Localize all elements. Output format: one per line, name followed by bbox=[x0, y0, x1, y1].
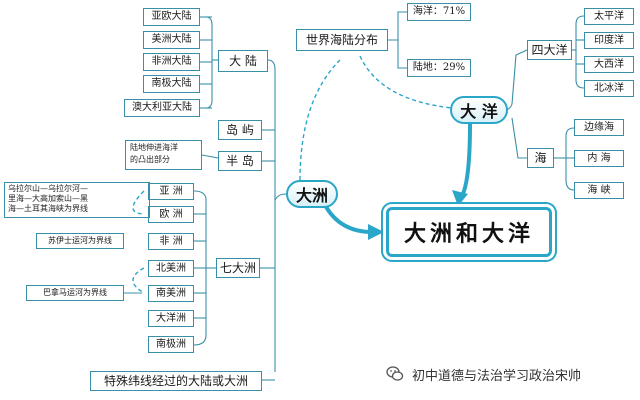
continents-hub: 大洲 bbox=[286, 180, 338, 208]
watermark-text: 初中道德与法治学习政治宋帅 bbox=[412, 368, 582, 384]
peninsula-note-line: 陆地伸进海洋 bbox=[130, 143, 178, 152]
world-distribution-title: 世界海陆分布 bbox=[296, 29, 388, 51]
sea-item: 边缘海 bbox=[574, 119, 624, 136]
continent-item: 大洋洲 bbox=[148, 310, 194, 327]
continent-item: 北美洲 bbox=[148, 260, 194, 277]
sea-label: 海 bbox=[527, 148, 554, 168]
boundary-line: 海—土耳其海峡为界线 bbox=[8, 204, 88, 213]
continent-item: 亚 洲 bbox=[148, 183, 194, 200]
boundary-asia-africa: 苏伊士运河为界线 bbox=[36, 233, 124, 249]
land-percentage: 陆地：29% bbox=[407, 59, 471, 77]
continent-item: 南美洲 bbox=[148, 285, 194, 302]
category-island: 岛 屿 bbox=[218, 120, 262, 140]
boundary-asia-europe: 乌拉尔山—乌拉尔河— 里海—大高加索山—黑 海—土耳其海峡为界线 bbox=[4, 182, 150, 218]
boundary-line: 乌拉尔山—乌拉尔河— bbox=[8, 184, 88, 193]
peninsula-note: 陆地伸进海洋 的凸出部分 bbox=[125, 140, 202, 170]
oceans-hub: 大 洋 bbox=[450, 96, 508, 124]
mainland-item: 澳大利亚大陆 bbox=[124, 99, 200, 117]
ocean-item: 印度洋 bbox=[584, 32, 634, 49]
sea-item: 内 海 bbox=[574, 150, 624, 167]
ocean-percentage: 海洋：71% bbox=[407, 3, 471, 21]
ocean-item: 北冰洋 bbox=[584, 80, 634, 97]
category-mainland: 大 陆 bbox=[218, 50, 268, 72]
center-title: 大洲和大洋 bbox=[386, 207, 552, 257]
watermark: 初中道德与法治学习政治宋帅 bbox=[386, 360, 581, 388]
ocean-item: 大西洋 bbox=[584, 56, 634, 73]
continent-item: 南极洲 bbox=[148, 336, 194, 353]
wechat-icon bbox=[386, 366, 404, 381]
boundary-line: 里海—大高加索山—黑 bbox=[8, 194, 88, 203]
ocean-item: 太平洋 bbox=[584, 8, 634, 25]
special-latitude-box: 特殊纬线经过的大陆或大洲 bbox=[90, 371, 262, 391]
category-seven-continents: 七大洲 bbox=[216, 258, 260, 278]
continent-item: 欧 洲 bbox=[148, 206, 194, 223]
four-oceans-label: 四大洋 bbox=[527, 40, 572, 60]
peninsula-note-line: 的凸出部分 bbox=[130, 155, 170, 164]
boundary-americas: 巴拿马运河为界线 bbox=[26, 285, 124, 301]
mainland-item: 南极大陆 bbox=[143, 75, 200, 93]
continent-item: 非 洲 bbox=[148, 233, 194, 250]
category-peninsula: 半 岛 bbox=[218, 151, 262, 171]
mainland-item: 亚欧大陆 bbox=[143, 8, 200, 26]
mainland-item: 非洲大陆 bbox=[143, 53, 200, 71]
sea-item: 海 峡 bbox=[574, 182, 624, 199]
mainland-item: 美洲大陆 bbox=[143, 31, 200, 49]
